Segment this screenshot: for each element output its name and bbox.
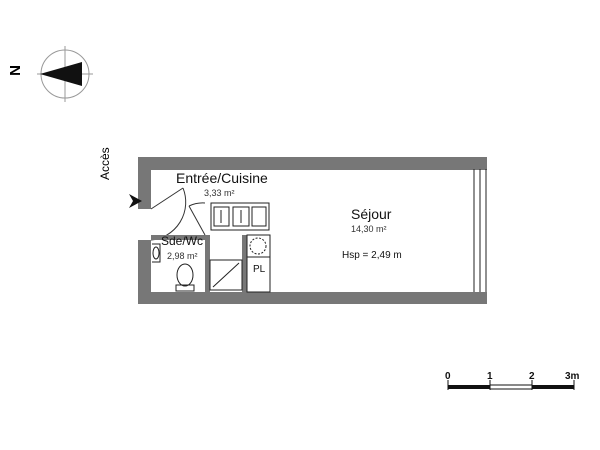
shower xyxy=(209,259,243,291)
room-name-sde-wc: Sde/Wc xyxy=(161,234,204,248)
placard-outline xyxy=(246,256,271,293)
placard-label: PL xyxy=(253,264,266,275)
room-area-entree-cuisine: 3,33 m² xyxy=(204,188,235,198)
kitchen-unit xyxy=(210,202,270,231)
ceiling-height-label: Hsp = 2,49 m xyxy=(342,250,402,261)
bathroom-sink xyxy=(152,243,161,263)
bathroom-door xyxy=(188,202,206,236)
north-label: N xyxy=(6,65,24,76)
room-area-sde-wc: 2,98 m² xyxy=(167,251,198,261)
interior-walls xyxy=(151,235,247,292)
scale-tick-0: 0 xyxy=(445,371,451,382)
room-area-sejour: 14,30 m² xyxy=(351,224,387,234)
entrance-door xyxy=(150,187,187,241)
compass-rose-icon xyxy=(37,46,93,102)
arrow-right-icon xyxy=(129,194,142,208)
toilet xyxy=(175,263,195,292)
scale-tick-2: 2 xyxy=(529,371,535,382)
scale-tick-3m: 3m xyxy=(565,371,580,382)
room-name-entree-cuisine: Entrée/Cuisine xyxy=(176,170,268,186)
scale-tick-1: 1 xyxy=(487,371,493,382)
room-name-sejour: Séjour xyxy=(351,206,392,222)
window xyxy=(473,169,487,292)
access-label: Accès xyxy=(98,147,112,180)
washing-machine xyxy=(246,234,271,258)
scale-bar xyxy=(447,380,575,390)
outer-walls xyxy=(138,157,487,304)
